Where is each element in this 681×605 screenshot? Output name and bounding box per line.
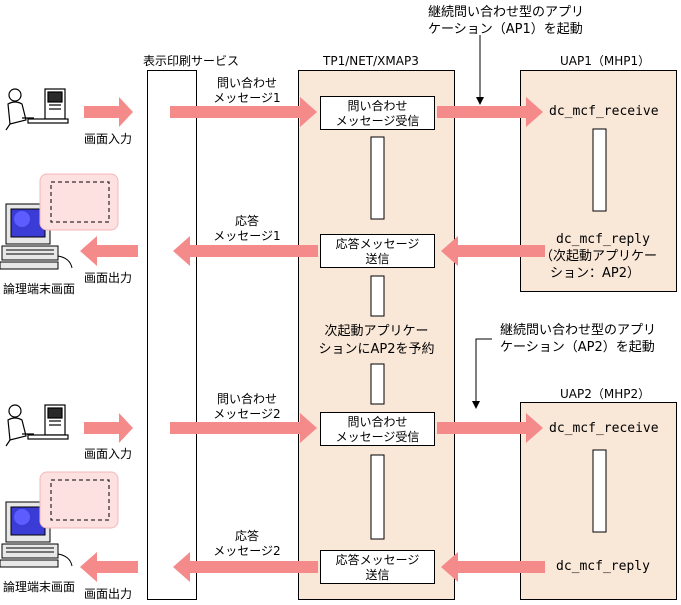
inquiry-message-1-label: 問い合わせ メッセージ1	[205, 76, 289, 106]
tp1-process-bar-3	[370, 363, 385, 405]
tp1-receive-box-2-line1: 問い合わせ	[347, 415, 408, 429]
tp1-send-box-1: 応答メッセージ 送信	[320, 234, 435, 268]
uap1-process-bar	[592, 128, 607, 212]
response-message-2-line2: メッセージ2	[213, 544, 281, 558]
start-ap2-annotation-line2: ケーション（AP2）を起動	[500, 340, 655, 355]
uap2-receive-call: dc_mcf_receive	[549, 421, 659, 436]
arrow-tp1-to-uap1-receive	[437, 97, 543, 127]
inquiry-message-2-label: 問い合わせ メッセージ2	[205, 392, 289, 422]
tp1-receive-box-1-line1: 問い合わせ	[347, 99, 408, 113]
screen-input-label-2: 画面入力	[84, 447, 133, 461]
reserve-ap2-note-line1: 次起動アプリケー	[324, 324, 429, 339]
reserve-ap2-note-line2: ションにAP2を予約	[318, 342, 435, 357]
tp1-send-box-2-line2: 送信	[365, 568, 390, 582]
tp1-send-box-1-line2: 送信	[365, 252, 390, 266]
uap1-title: UAP1（MHP1）	[560, 54, 651, 68]
arrow-inquiry2-to-tp1	[170, 413, 317, 443]
arrow-input-1	[84, 97, 133, 127]
uap2-title: UAP2（MHP2）	[560, 387, 651, 401]
logical-screen-label-2: 論理端末画面	[3, 580, 76, 594]
inquiry-message-1-line2: メッセージ1	[213, 91, 281, 105]
logical-terminal-screen-icon-1	[0, 173, 119, 270]
arrow-response1-to-service	[173, 236, 318, 266]
ap2-start-pointer	[472, 338, 492, 409]
response-message-2-line1: 応答	[234, 529, 259, 543]
tp1-receive-box-2: 問い合わせ メッセージ受信	[320, 412, 435, 446]
tp1-process-bar-1	[370, 136, 385, 220]
reserve-ap2-note: 次起動アプリケー ションにAP2を予約	[305, 323, 448, 359]
start-ap1-annotation-line2: ケーション（AP1）を起動	[428, 22, 583, 37]
user-workstation-icon-1	[5, 88, 69, 131]
tp1-send-box-2: 応答メッセージ 送信	[320, 550, 435, 584]
tp1-send-box-1-line1: 応答メッセージ	[335, 237, 420, 251]
user-workstation-icon-2	[5, 404, 69, 447]
tp1-receive-box-2-line2: メッセージ受信	[335, 430, 420, 444]
uap1-next-app-line2: ション：AP2）	[550, 266, 641, 281]
arrow-output-1	[80, 236, 138, 266]
screen-output-label-2: 画面出力	[84, 587, 133, 601]
arrow-input-2	[84, 413, 133, 443]
print-service-column	[147, 70, 197, 600]
logical-terminal-screen-icon-2	[0, 471, 119, 568]
start-ap2-annotation-line1: 継続問い合わせ型のアプリ	[500, 323, 657, 338]
uap1-receive-call: dc_mcf_receive	[549, 104, 659, 119]
start-ap1-annotation-line1: 継続問い合わせ型のアプリ	[428, 5, 585, 20]
screen-input-label-1: 画面入力	[84, 132, 133, 146]
arrow-tp1-to-uap2-receive	[437, 413, 543, 443]
arrow-uap2-reply-to-tp1	[441, 552, 545, 582]
inquiry-message-2-line1: 問い合わせ	[216, 392, 277, 406]
inquiry-message-1-line1: 問い合わせ	[216, 76, 277, 90]
response-message-2-label: 応答 メッセージ2	[205, 529, 289, 559]
print-service-title: 表示印刷サービス	[143, 54, 240, 68]
uap1-next-app-line1: （次起動アプリケー	[540, 249, 658, 264]
uap2-reply-call: dc_mcf_reply	[556, 559, 650, 574]
response-message-1-line1: 応答	[234, 214, 259, 228]
arrow-output-2	[80, 552, 138, 582]
tp1-process-bar-4	[370, 454, 385, 540]
tp1-receive-box-1-line2: メッセージ受信	[335, 114, 420, 128]
tp1-send-box-2-line1: 応答メッセージ	[335, 553, 420, 567]
response-message-1-line2: メッセージ1	[213, 229, 281, 243]
arrow-response2-to-service	[173, 552, 318, 582]
uap1-reply-call: dc_mcf_reply	[556, 232, 650, 247]
response-message-1-label: 応答 メッセージ1	[205, 214, 289, 244]
arrow-inquiry1-to-tp1	[170, 97, 317, 127]
tp1-title: TP1/NET/XMAP3	[323, 54, 419, 68]
uap2-process-bar	[592, 449, 607, 533]
tp1-receive-box-1: 問い合わせ メッセージ受信	[320, 96, 435, 130]
tp1-process-bar-2	[370, 275, 385, 317]
arrow-uap1-reply-to-tp1	[441, 236, 545, 266]
screen-output-label-1: 画面出力	[84, 271, 133, 285]
inquiry-message-2-line2: メッセージ2	[213, 407, 281, 421]
logical-screen-label-1: 論理端末画面	[3, 282, 76, 296]
